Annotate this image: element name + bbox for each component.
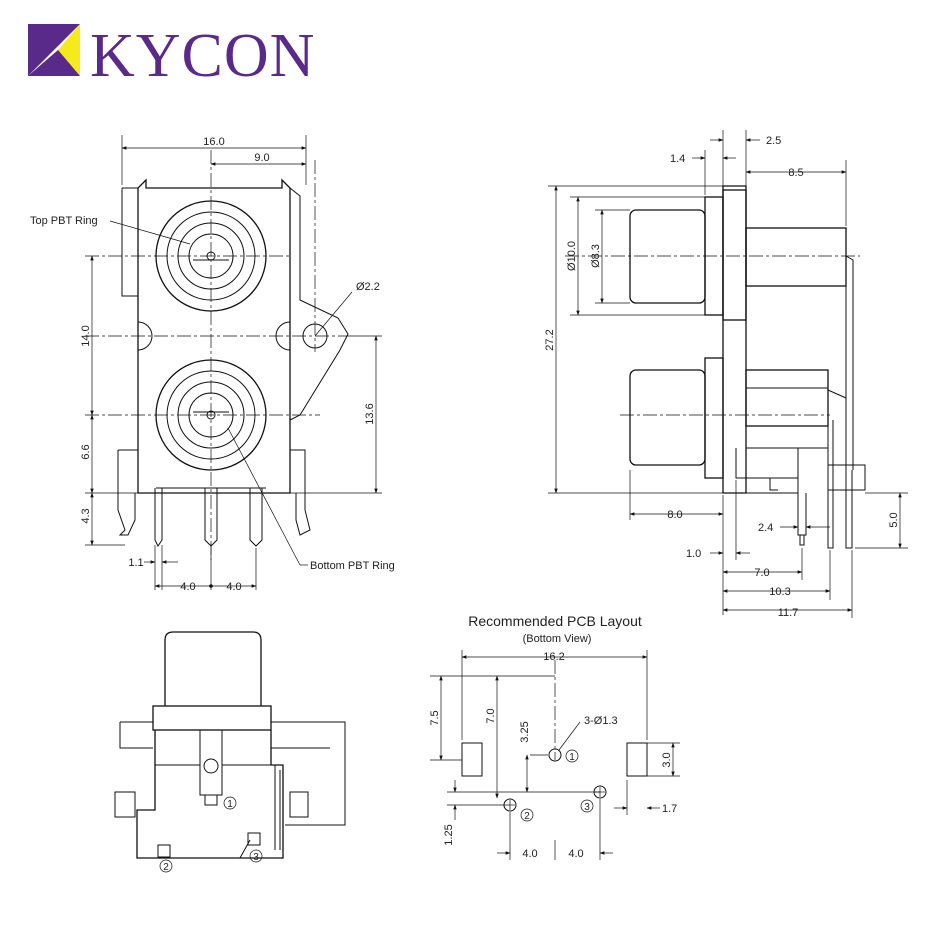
dim-pin-width: 1.1 bbox=[128, 557, 143, 569]
callout-top-ring: Top PBT Ring bbox=[30, 215, 98, 227]
dim-7-0: 7.0 bbox=[754, 567, 769, 579]
side-view: 2.5 1.4 8.5 Ø10.0 Ø8.3 27.2 8.0 2.4 5. bbox=[544, 130, 908, 619]
dim-8-0: 8.0 bbox=[667, 509, 682, 521]
pcb-dim-holes: 3-Ø1.3 bbox=[584, 715, 618, 727]
front-view: 16.0 9.0 Ø2.2 14.0 6.6 4.3 13.6 1.1 4.0 … bbox=[30, 135, 395, 593]
dim-pin-pitch-right: 4.0 bbox=[226, 581, 241, 593]
pcb-dim-7-0: 7.0 bbox=[485, 708, 497, 723]
callout-bottom-ring: Bottom PBT Ring bbox=[310, 560, 395, 572]
dim-front-half-width: 9.0 bbox=[254, 152, 269, 164]
bottom-pin-2: 2 bbox=[163, 862, 169, 873]
bottom-view: 1 2 3 bbox=[114, 631, 346, 873]
dim-dia-8-3: Ø8.3 bbox=[590, 244, 602, 268]
pcb-pin-2: 2 bbox=[524, 811, 530, 822]
bottom-pin-3: 3 bbox=[253, 852, 259, 863]
dim-front-width: 16.0 bbox=[203, 136, 224, 148]
bottom-pin-1: 1 bbox=[227, 799, 233, 810]
pcb-dim-16-2: 16.2 bbox=[543, 651, 564, 663]
dim-2-5: 2.5 bbox=[766, 135, 781, 147]
dim-8-5: 8.5 bbox=[788, 167, 803, 179]
dim-6-6: 6.6 bbox=[80, 444, 92, 459]
dim-11-7: 11.7 bbox=[778, 607, 799, 619]
dim-hole-diameter: Ø2.2 bbox=[356, 281, 380, 293]
dim-1-0: 1.0 bbox=[686, 548, 701, 560]
pcb-dim-3-0: 3.0 bbox=[661, 752, 673, 767]
dim-jack-pitch: 14.0 bbox=[80, 325, 92, 346]
dim-dia-10: Ø10.0 bbox=[566, 241, 578, 271]
pcb-dim-pitch-left: 4.0 bbox=[522, 848, 537, 860]
dim-5-0: 5.0 bbox=[888, 512, 900, 527]
pcb-pad-left bbox=[461, 742, 483, 777]
pcb-layout: Recommended PCB Layout (Bottom View) 16.… bbox=[429, 613, 680, 860]
pcb-pad-right bbox=[626, 742, 648, 777]
pcb-pin-3: 3 bbox=[584, 802, 590, 813]
dim-27-2: 27.2 bbox=[544, 329, 556, 350]
dim-1-4: 1.4 bbox=[670, 153, 685, 165]
kycon-logo: KYCON bbox=[28, 22, 315, 90]
dim-4-3: 4.3 bbox=[80, 508, 92, 523]
pcb-layout-subtitle: (Bottom View) bbox=[523, 633, 592, 645]
dim-13-6: 13.6 bbox=[364, 403, 376, 424]
pcb-dim-7-5: 7.5 bbox=[429, 710, 441, 725]
pcb-pin-1: 1 bbox=[569, 752, 575, 763]
dim-pin-pitch-left: 4.0 bbox=[180, 581, 195, 593]
pcb-dim-3-25: 3.25 bbox=[519, 721, 531, 742]
pcb-dim-1-25: 1.25 bbox=[443, 824, 455, 845]
pcb-layout-title: Recommended PCB Layout bbox=[468, 613, 642, 629]
logo-purple-triangle bbox=[28, 24, 80, 76]
dim-2-4: 2.4 bbox=[758, 522, 773, 534]
dim-10-3: 10.3 bbox=[769, 586, 790, 598]
pcb-dim-pitch-right: 4.0 bbox=[568, 848, 583, 860]
pcb-dim-1-7: 1.7 bbox=[662, 803, 677, 815]
logo-wordmark: KYCON bbox=[90, 22, 315, 90]
